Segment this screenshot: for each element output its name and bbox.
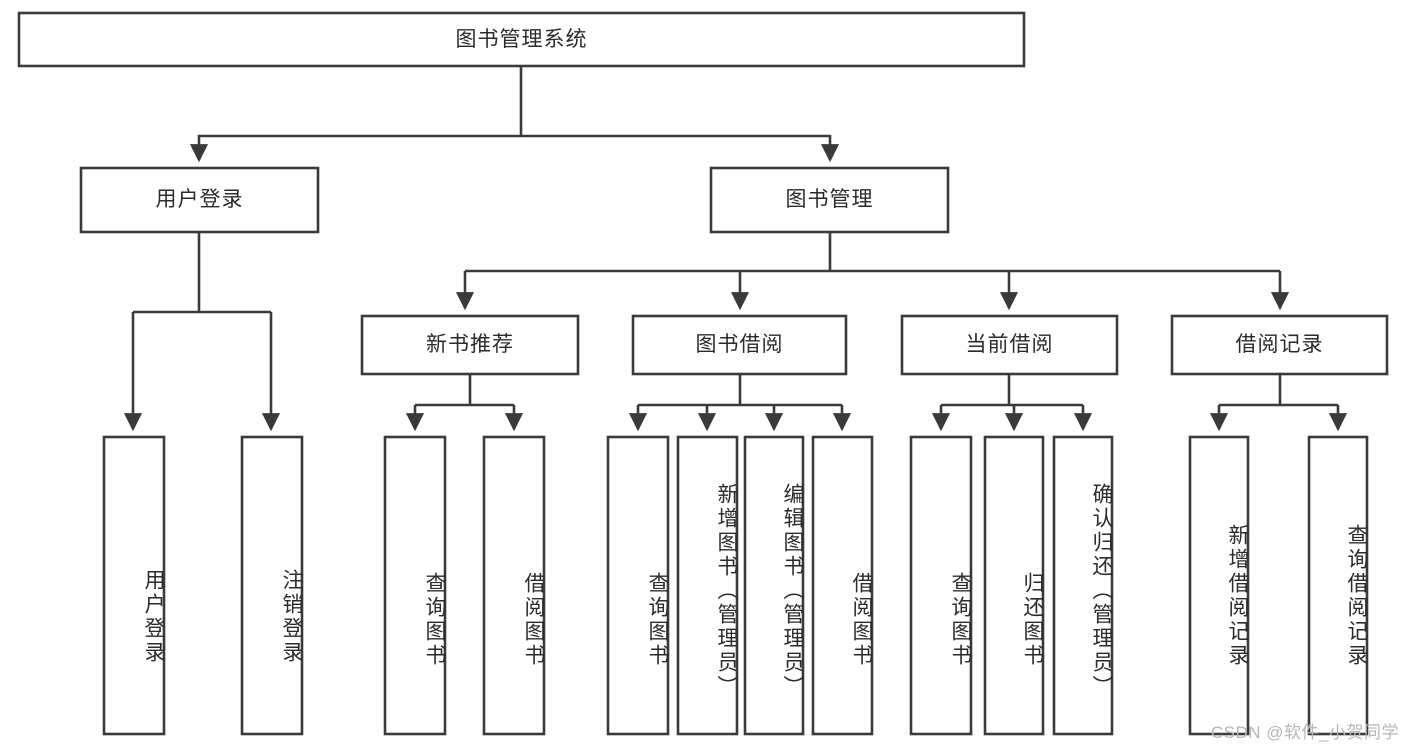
node-box-leaf-borrow-book-rec[interactable] [482, 435, 546, 736]
node-box-leaf-query-borrow-record[interactable] [1307, 435, 1369, 736]
connectors-userlogin-to-leaves [123, 232, 281, 432]
node-box-user-login[interactable] [79, 166, 320, 234]
node-box-leaf-query-book-current[interactable] [909, 435, 973, 736]
node-box-book-borrow[interactable] [631, 314, 848, 376]
node-box-leaf-user-logout[interactable] [240, 435, 304, 736]
connectors-bookborrow-to-leaves [628, 374, 852, 432]
node-box-leaf-user-login[interactable] [102, 435, 166, 736]
node-box-leaf-add-book-admin[interactable] [676, 435, 739, 736]
node-box-new-book-recommend[interactable] [360, 314, 580, 376]
watermark-text: CSDN @软件_小贺同学 [1210, 723, 1399, 742]
connectors-newbook-to-leaves [405, 374, 524, 432]
node-box-leaf-edit-book-admin[interactable] [743, 435, 805, 736]
node-box-book-manage[interactable] [709, 166, 950, 234]
connectors-root-to-level2 [189, 66, 840, 163]
node-box-leaf-borrow-book[interactable] [811, 435, 874, 736]
node-box-root[interactable] [17, 11, 1026, 68]
node-box-borrow-record[interactable] [1170, 314, 1389, 376]
connectors-currentborrow-to-leaves [931, 374, 1093, 432]
connectors-bookmanage-to-level3 [455, 232, 1290, 311]
node-box-leaf-query-book-rec[interactable] [383, 435, 447, 736]
node-box-current-borrow[interactable] [900, 314, 1119, 376]
connectors-borrowrecord-to-leaves [1209, 374, 1348, 432]
node-box-leaf-confirm-return-admin[interactable] [1052, 435, 1114, 736]
node-box-leaf-return-book[interactable] [983, 435, 1045, 736]
node-box-leaf-query-book-borrow[interactable] [606, 435, 670, 736]
node-box-leaf-add-borrow-record[interactable] [1188, 435, 1250, 736]
